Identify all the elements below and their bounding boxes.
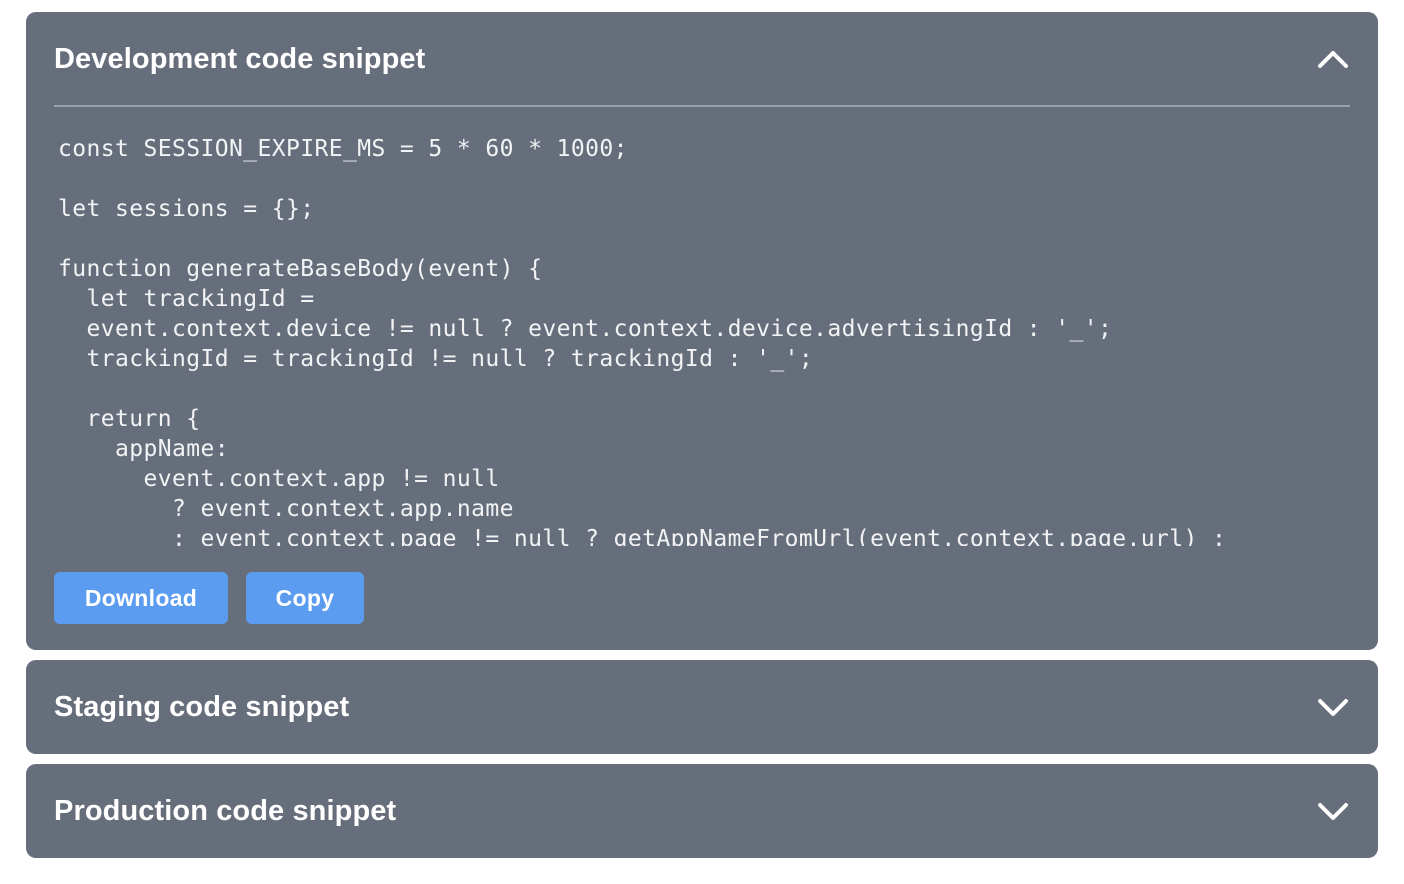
chevron-down-icon[interactable] <box>1316 696 1350 718</box>
chevron-down-icon[interactable] <box>1316 800 1350 822</box>
copy-button[interactable]: Copy <box>246 572 364 624</box>
production-snippet-title: Production code snippet <box>54 794 397 827</box>
development-snippet-header[interactable]: Development code snippet <box>26 12 1378 106</box>
code-viewer[interactable]: const SESSION_EXPIRE_MS = 5 * 60 * 1000;… <box>26 108 1378 546</box>
staging-snippet-panel: Staging code snippet <box>26 660 1378 754</box>
production-snippet-header[interactable]: Production code snippet <box>26 764 1378 858</box>
development-snippet-panel: Development code snippet const SESSION_E… <box>26 12 1378 650</box>
header-divider <box>54 105 1350 107</box>
development-snippet-title: Development code snippet <box>54 42 426 75</box>
code-block: const SESSION_EXPIRE_MS = 5 * 60 * 1000;… <box>58 136 1227 546</box>
chevron-up-icon[interactable] <box>1316 48 1350 70</box>
snippet-actions: Download Copy <box>54 572 364 624</box>
staging-snippet-header[interactable]: Staging code snippet <box>26 660 1378 754</box>
production-snippet-panel: Production code snippet <box>26 764 1378 858</box>
download-button[interactable]: Download <box>54 572 228 624</box>
staging-snippet-title: Staging code snippet <box>54 690 350 723</box>
